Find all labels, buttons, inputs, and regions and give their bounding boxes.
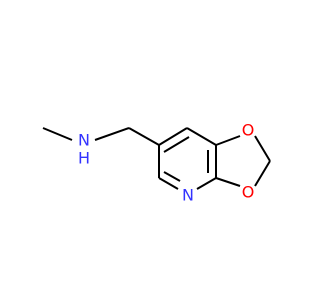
bond-n-ch2 xyxy=(94,127,130,141)
bond-methyl-n xyxy=(42,127,73,141)
bond-ring-c2-c3 xyxy=(186,127,217,146)
bond-c3-o-top xyxy=(215,135,241,146)
bond-ring-c4-n xyxy=(196,177,217,190)
bond-ring-c1-c2-double xyxy=(163,136,190,153)
pyridine-nitrogen-label: N xyxy=(182,186,194,205)
canvas-background xyxy=(0,0,300,300)
bond-ring-n-c5 xyxy=(158,177,179,190)
chemical-structure-diagram: N H O O N xyxy=(0,0,300,300)
atom-label-group: N H O O N xyxy=(78,121,254,205)
dioxole-oxygen-top-label: O xyxy=(242,121,255,140)
bond-ch2-ring xyxy=(128,127,160,146)
bond-o-top-ch2 xyxy=(254,135,271,162)
bond-ring-c1-c2 xyxy=(158,127,188,146)
dioxole-oxygen-bottom-label: O xyxy=(242,183,255,202)
amine-nitrogen-label: N xyxy=(78,131,90,150)
bond-o-bottom-c4 xyxy=(215,177,241,187)
bond-group xyxy=(42,127,271,190)
bond-ring-n-c5-double xyxy=(163,171,181,182)
bond-ch2-o-bottom xyxy=(254,160,271,187)
amine-hydrogen-label: H xyxy=(78,149,90,168)
